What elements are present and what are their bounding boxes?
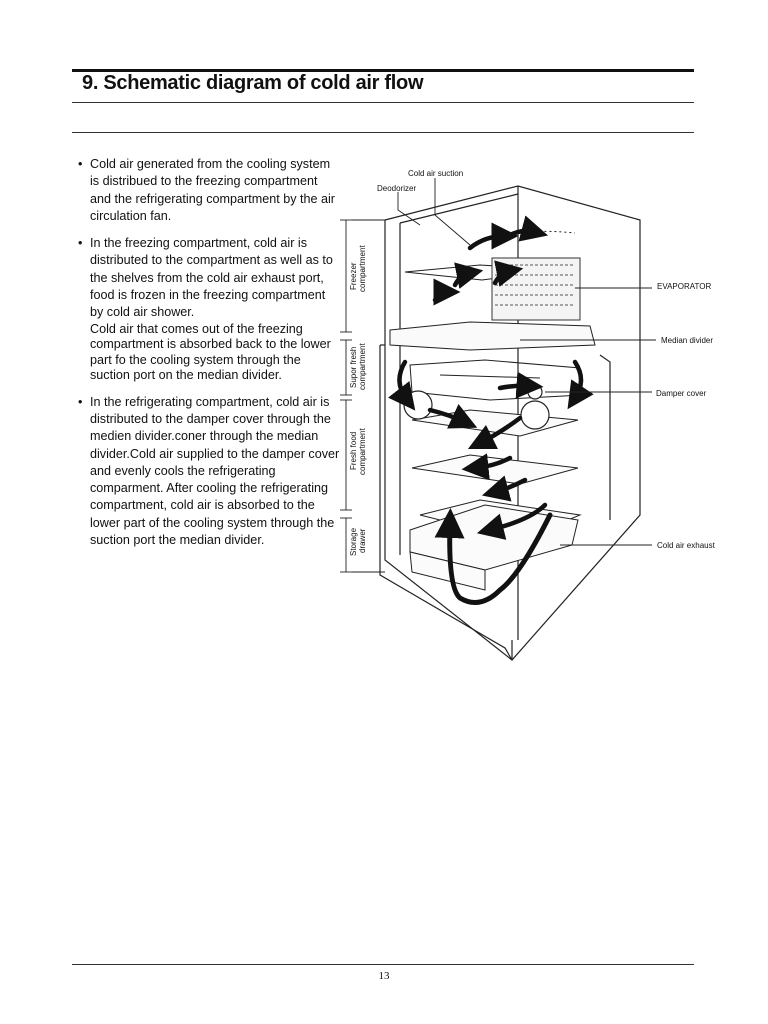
deodorizer-label: Deodorizer (377, 184, 416, 193)
bullet-dot: • (78, 394, 82, 411)
section-rule (72, 132, 694, 133)
super-fresh-label-2: compartment (358, 343, 367, 390)
bullet-list: • Cold air generated from the cooling sy… (78, 156, 340, 559)
bullet-dot: • (78, 235, 82, 252)
freezer-label-1: Freezer (349, 262, 358, 290)
bullet-item: • Cold air generated from the cooling sy… (78, 156, 340, 225)
bullet-item: • In the refrigerating compartment, cold… (78, 394, 340, 550)
refrigerator-airflow-diagram: Freezer compartment Supor fresh compartm… (330, 160, 730, 670)
fresh-food-label-1: Fresh food (349, 432, 358, 470)
storage-label-2: drawer (358, 528, 367, 553)
callout-labels: Cold air suction Deodorizer EVAPORATOR M… (377, 169, 716, 550)
storage-label-1: Storage (349, 527, 358, 556)
bullet-text: In the freezing compartment, cold air is… (90, 236, 333, 319)
footer-rule (72, 964, 694, 965)
page-title: 9. Schematic diagram of cold air flow (82, 72, 423, 95)
bullet-item: • In the freezing compartment, cold air … (78, 235, 340, 383)
freezer-section (405, 231, 580, 320)
bullet-text: Cold air generated from the cooling syst… (90, 157, 335, 223)
super-fresh-label-1: Supor fresh (349, 347, 358, 388)
freezer-label-2: compartment (358, 245, 367, 292)
bullet-text-continued: Cold air that comes out of the freezing … (90, 322, 340, 384)
evaporator-coil (492, 258, 580, 320)
median-divider-label: Median divider (661, 336, 713, 345)
cold-air-exhaust-label: Cold air exhaust (657, 541, 716, 550)
median-divider-shape (390, 322, 595, 350)
bullet-dot: • (78, 156, 82, 173)
damper-cover-label: Damper cover (656, 389, 707, 398)
title-rule-bottom (72, 102, 694, 103)
evaporator-label: EVAPORATOR (657, 282, 711, 291)
cold-air-suction-label: Cold air suction (408, 169, 463, 178)
page-number: 13 (0, 970, 768, 982)
fresh-food-label-2: compartment (358, 428, 367, 475)
bullet-text: In the refrigerating compartment, cold a… (90, 395, 339, 547)
super-fresh-drawer (410, 360, 582, 400)
